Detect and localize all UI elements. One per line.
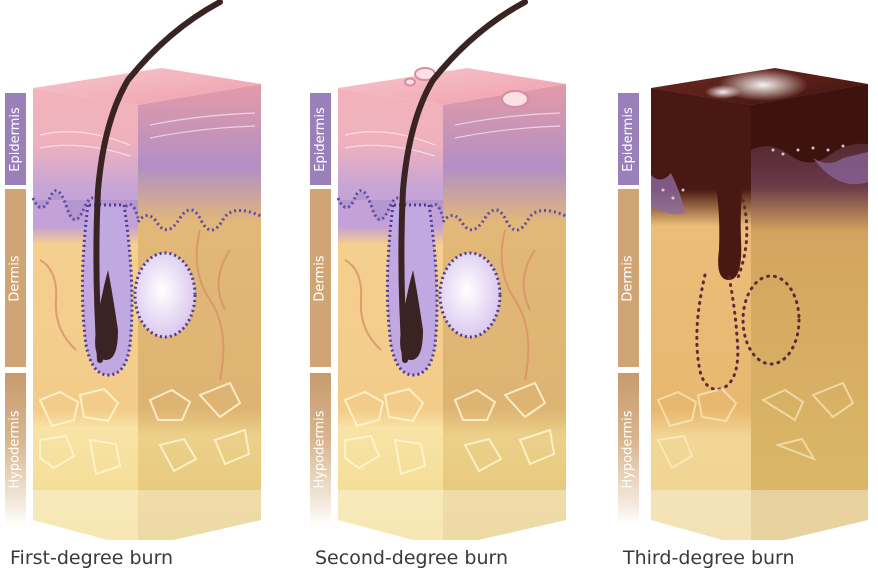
third-degree-caption: Third-degree burn — [623, 547, 795, 569]
epidermis-label: Epidermis — [5, 93, 26, 185]
hypodermis-label: Hypodermis — [310, 373, 331, 525]
second-degree-panel: Epidermis Dermis Hypodermis Second-degre… — [305, 0, 595, 579]
dermis-label: Dermis — [310, 189, 331, 367]
second-degree-caption: Second-degree burn — [315, 547, 508, 569]
epidermis-label: Epidermis — [618, 93, 639, 185]
hypodermis-label: Hypodermis — [5, 373, 26, 525]
second-degree-skin-block — [305, 0, 595, 540]
first-degree-caption: First-degree burn — [10, 547, 173, 569]
first-degree-panel: Epidermis Dermis Hypodermis First-degree… — [0, 0, 290, 579]
epidermis-label: Epidermis — [310, 93, 331, 185]
first-degree-skin-block — [0, 0, 290, 540]
third-degree-skin-block — [613, 0, 878, 540]
hypodermis-label: Hypodermis — [618, 373, 639, 525]
dermis-label: Dermis — [5, 189, 26, 367]
third-degree-panel: Epidermis Dermis Hypodermis Third-degree… — [613, 0, 878, 579]
dermis-label: Dermis — [618, 189, 639, 367]
